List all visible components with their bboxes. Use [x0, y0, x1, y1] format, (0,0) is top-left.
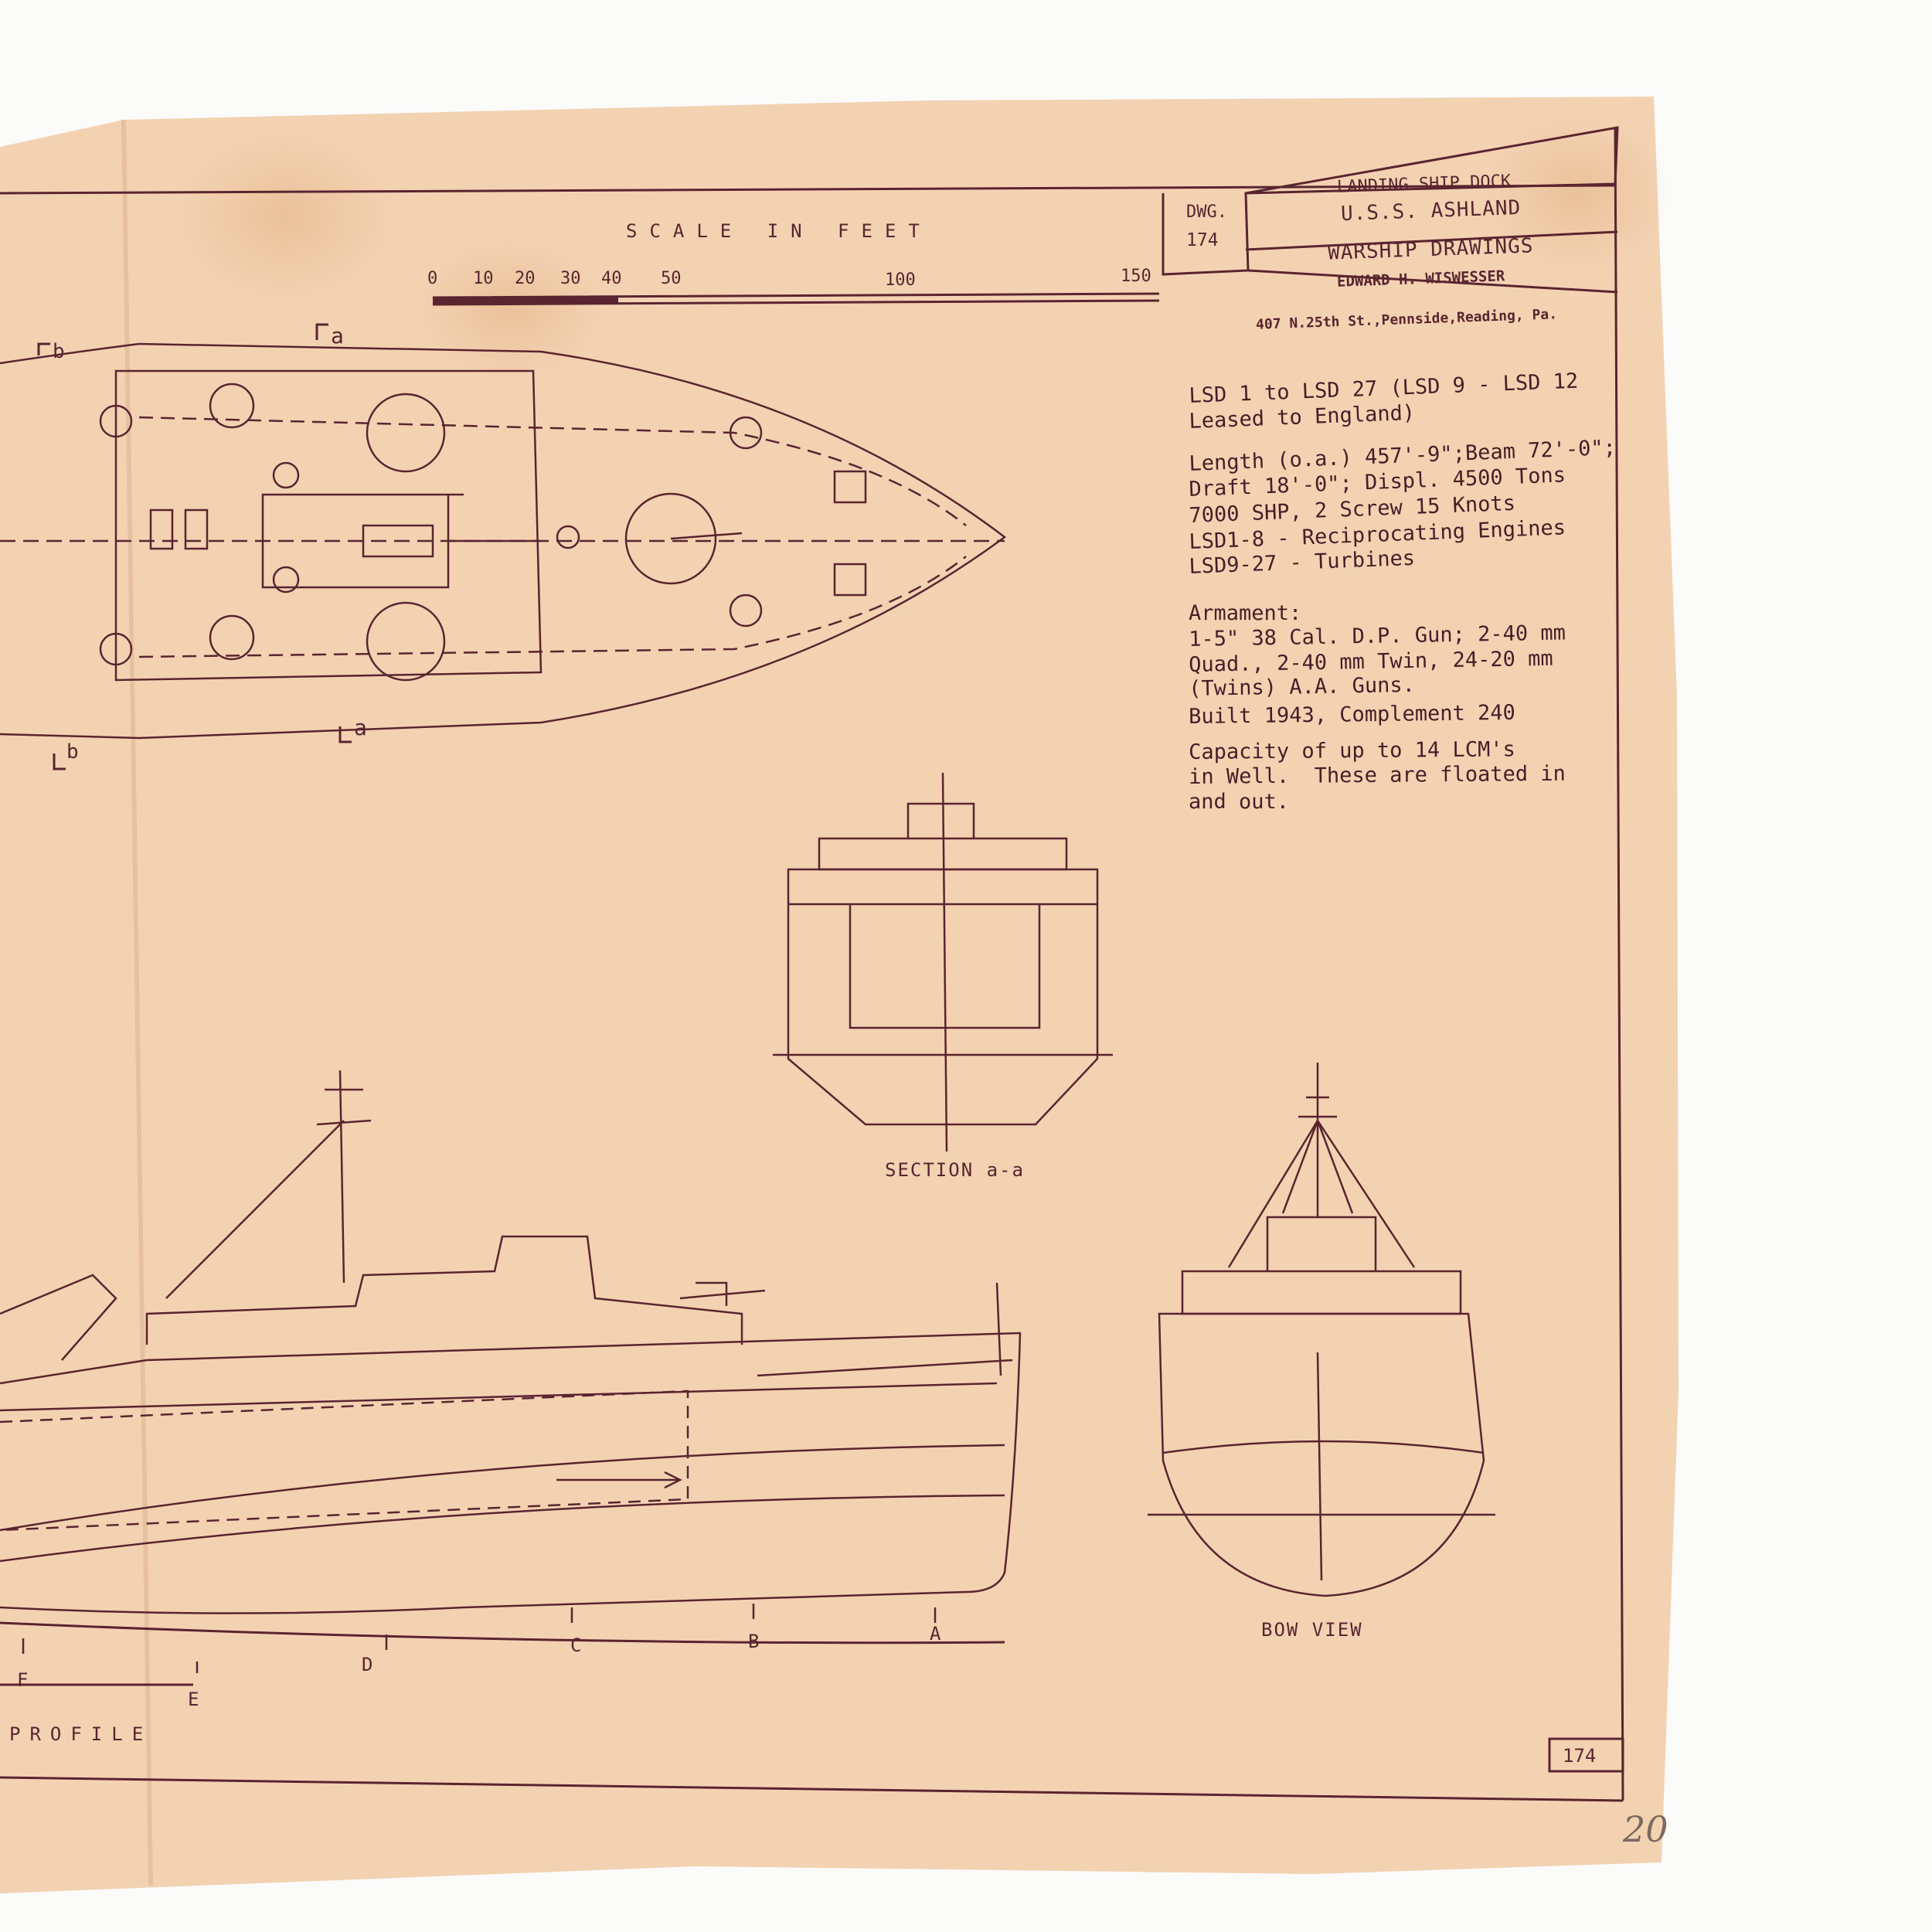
profile-view: [0, 1070, 1022, 1614]
station-b: B: [748, 1631, 761, 1652]
bow-view-label: BOW VIEW: [1261, 1619, 1363, 1641]
plan-hull: [0, 342, 1007, 740]
profile-waterline: [0, 1444, 1005, 1532]
gun-mount: [366, 601, 446, 682]
gun-mount: [209, 614, 255, 661]
scale-bar-fill: [432, 297, 619, 304]
armament-line-3: (Twins) A.A. Guns.: [1189, 672, 1416, 701]
scale-tick-100: 100: [885, 270, 916, 290]
scale-title: SCALE IN FEET: [626, 220, 932, 242]
border-top: [0, 184, 1616, 195]
section-hull: [787, 868, 1099, 1126]
section-deckhouse: [818, 802, 1068, 871]
water-stain: [417, 240, 603, 379]
profile-crane: [0, 1274, 117, 1361]
armament-title: Armament:: [1189, 601, 1302, 625]
section-arrows: [37, 323, 352, 770]
profile-mast: [165, 1070, 372, 1299]
scale-tick-30: 30: [560, 269, 581, 288]
bow-boottop: [1162, 1440, 1485, 1454]
paper: [0, 97, 1679, 1893]
water-stain: [178, 131, 394, 301]
hatch: [184, 509, 209, 550]
bow-hull: [1158, 1312, 1485, 1597]
capacity-line-1: Capacity of up to 14 LCM's: [1189, 737, 1515, 764]
profile-gun: [679, 1281, 766, 1306]
section-view: [773, 772, 1113, 1152]
station-f: F: [17, 1669, 30, 1691]
gun-mount: [272, 461, 300, 489]
section-view-label: SECTION a-a: [885, 1159, 1025, 1181]
gun-mount: [729, 416, 763, 450]
handwritten-page-number: 20: [1623, 1808, 1668, 1850]
capacity-line-3: and out.: [1189, 790, 1290, 814]
gun-mount: [99, 632, 133, 666]
section-mark-a-bottom: a: [354, 715, 367, 740]
profile-stem-rail: [757, 1282, 1013, 1377]
profile-view-label: PROFILE: [9, 1723, 153, 1745]
station-c: C: [570, 1634, 583, 1656]
gun-mount: [556, 525, 580, 549]
scale-tick-150: 150: [1121, 267, 1151, 286]
section-centerline: [941, 772, 948, 1152]
profile-hull: [0, 1332, 1022, 1614]
section-mark-a-top: a: [331, 323, 344, 349]
profile-sheer: [0, 1382, 998, 1412]
winch: [833, 470, 867, 504]
gun-mount: [99, 404, 133, 438]
profile-arrow: [556, 1471, 682, 1489]
station-d: D: [362, 1654, 375, 1675]
title-block-frame: [1162, 126, 1619, 294]
bow-stem: [1316, 1352, 1323, 1581]
profile-superstructure: [145, 1235, 743, 1345]
gun-mount: [624, 492, 717, 585]
station-ticks: [22, 1604, 937, 1673]
dwg-label: DWG.: [1186, 202, 1227, 222]
scale-tick-0: 0: [427, 269, 438, 288]
gun-mount: [272, 566, 300, 594]
plan-superstructure: [261, 493, 541, 589]
gun-mount: [729, 594, 763, 628]
winch: [833, 563, 867, 597]
sheet-number: 174: [1563, 1745, 1597, 1767]
plan-bridge: [114, 369, 543, 682]
gun-mount: [366, 393, 446, 473]
profile-well-dashed: [0, 1389, 689, 1532]
sheet-number-box: [1548, 1737, 1624, 1773]
station-line: [0, 1621, 1005, 1645]
gun-mount: [209, 383, 255, 429]
bow-mast: [1227, 1063, 1416, 1268]
water-stain: [1484, 116, 1669, 270]
paper-fold: [121, 119, 153, 1886]
station-a: A: [930, 1623, 943, 1645]
section-mark-b-top: b: [53, 340, 65, 363]
border-right: [1614, 127, 1624, 1801]
gun-barrel: [670, 532, 743, 540]
scale-bar: [432, 292, 1160, 306]
capacity-line-2: in Well. These are floated in: [1189, 761, 1566, 789]
built-line: Built 1943, Complement 240: [1189, 700, 1515, 729]
hatch: [149, 509, 174, 550]
scale-tick-50: 50: [661, 269, 682, 288]
section-mark-b-bottom: b: [66, 740, 79, 764]
bow-deckhouse: [1181, 1216, 1462, 1315]
dwg-number: 174: [1186, 230, 1219, 250]
profile-boottop: [0, 1494, 1005, 1563]
scale-tick-40: 40: [601, 269, 622, 288]
border-bottom: [0, 1776, 1624, 1802]
scale-tick-10: 10: [473, 269, 494, 288]
plan-view: [0, 342, 1007, 740]
station-e: E: [188, 1689, 201, 1710]
bow-view-drawing: [1148, 1063, 1495, 1597]
scale-tick-20: 20: [515, 269, 536, 288]
